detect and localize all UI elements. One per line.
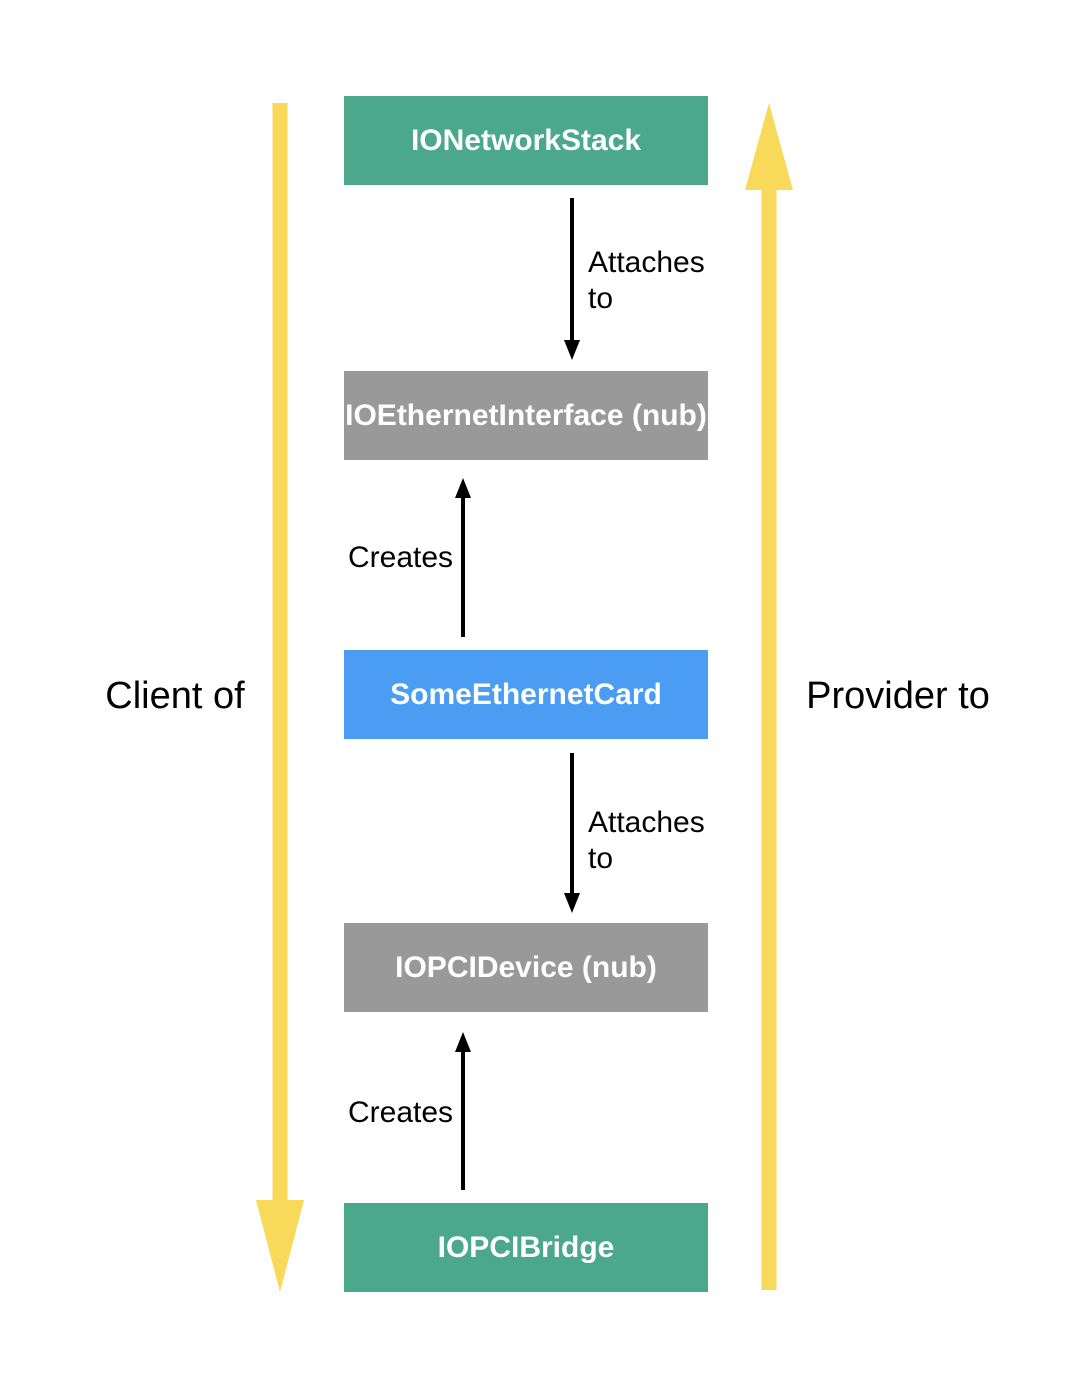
box-iopcibridge: IOPCIBridge [344,1203,708,1292]
box-ionetworkstack: IONetworkStack [344,96,708,185]
attaches-to-arrow-2-down-icon [564,753,580,913]
box-label: IONetworkStack [410,123,642,157]
creates-arrow-1-up-icon [455,478,471,637]
edge-label-attaches-to-2: Attaches to [588,806,705,875]
client-of-arrow-down-icon [256,103,304,1292]
box-label: IOPCIBridge [437,1230,615,1264]
box-iopcidevice-nub: IOPCIDevice (nub) [344,923,708,1012]
box-label: IOPCIDevice (nub) [395,950,657,984]
side-label-provider-to: Provider to [806,675,990,717]
side-label-client-of: Client of [105,675,245,717]
attaches-to-arrow-1-down-icon [564,198,580,360]
provider-to-arrow-up-icon [745,103,793,1290]
edge-label-attaches-to-1: Attaches to [588,246,705,315]
box-label: SomeEthernetCard [390,677,662,711]
creates-arrow-2-up-icon [455,1032,471,1190]
edge-label-creates-2: Creates [348,1096,454,1129]
box-ioethernetinterface-nub: IOEthernetInterface (nub) [344,371,708,460]
box-someethernetcard: SomeEthernetCard [344,650,708,739]
box-label: IOEthernetInterface (nub) [345,398,707,432]
edge-label-creates-1: Creates [348,541,454,574]
